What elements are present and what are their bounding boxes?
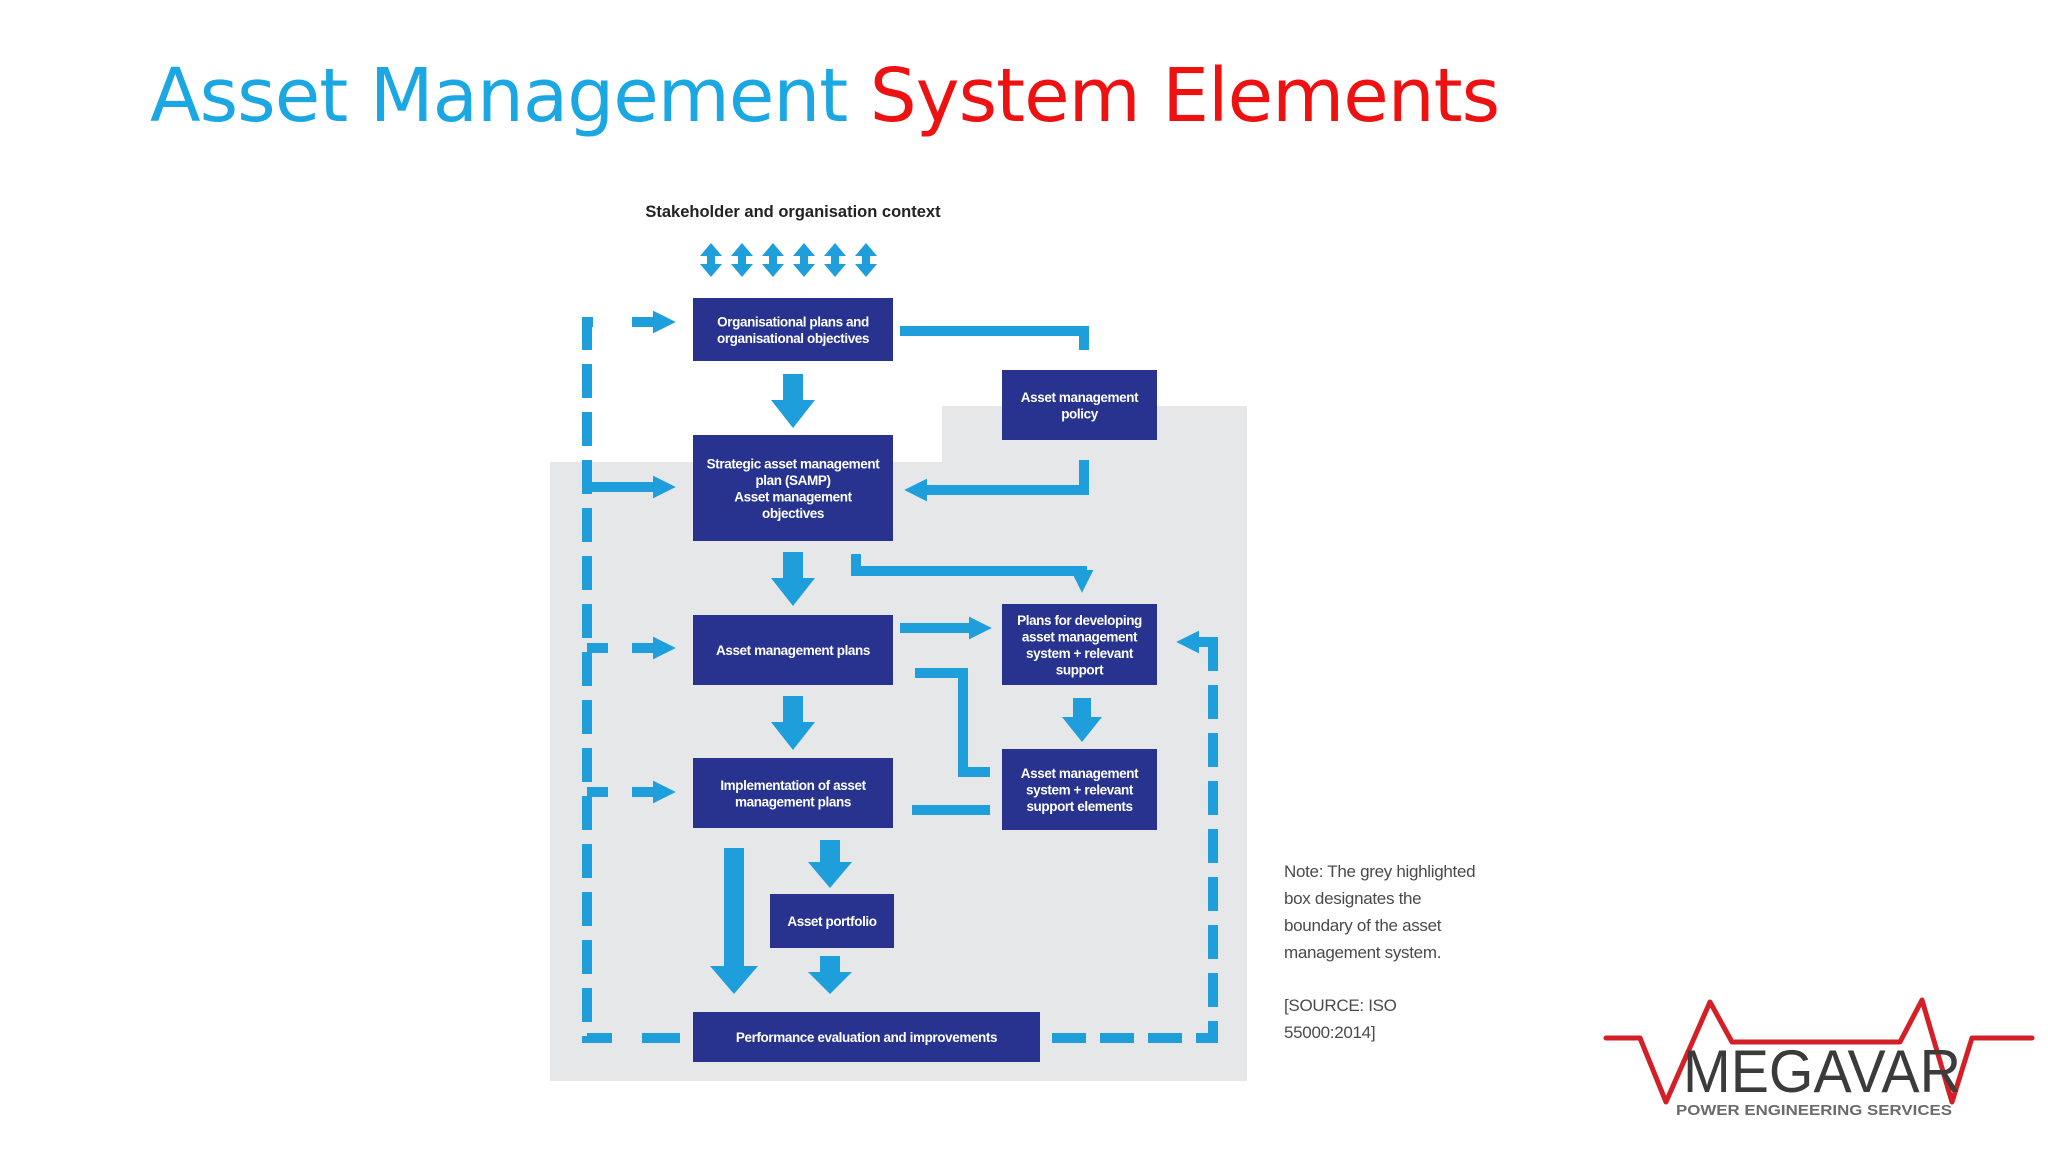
box-samp-background	[693, 435, 893, 541]
title-part-2: System Elements	[869, 53, 1500, 139]
main-flow-arrows	[710, 374, 1102, 994]
slide-title: Asset Management System Elements	[150, 53, 1500, 139]
box-am-plans: Asset management plans	[693, 615, 893, 685]
logo-name: MEGAVAR	[1683, 1038, 1961, 1105]
diagram-boxes: Organisational plans and organisational o…	[693, 298, 1157, 1062]
org-plans-to-policy	[900, 326, 1089, 350]
box-org-plans-label-line: organisational objectives	[717, 331, 869, 346]
box-samp-label-line: objectives	[762, 506, 824, 521]
arrow-implementation-to-portfolio	[808, 840, 852, 888]
stakeholder-double-arrow	[824, 243, 846, 277]
arrow-implementation-to-performance	[710, 848, 758, 994]
feedback-loop-left	[582, 317, 612, 1043]
box-org-plans-background	[693, 298, 893, 361]
box-am-policy-background	[1002, 370, 1157, 440]
feedback-loop-right	[1052, 637, 1218, 1043]
box-asset-portfolio: Asset portfolio	[770, 894, 894, 948]
box-samp: Strategic asset management plan (SAMP)Ass…	[693, 435, 893, 541]
arrow-am-plans-to-implementation	[771, 696, 815, 750]
am-plans-to-am-system	[915, 668, 990, 777]
note-source: [SOURCE: ISO 55000:2014]	[1284, 996, 1397, 1042]
policy-to-samp	[904, 460, 1089, 502]
box-plans-developing-label-line: system + relevant	[1026, 646, 1134, 661]
stakeholder-double-arrow	[700, 243, 722, 277]
box-am-plans-background	[693, 615, 893, 685]
megavar-logo: MEGAVAR POWER ENGINEERING SERVICES	[1603, 997, 2035, 1119]
box-plans-developing-background	[1002, 604, 1157, 685]
box-am-system-background	[1002, 749, 1157, 830]
arrow-org-to-samp	[771, 374, 815, 428]
box-am-system: Asset management system + relevantsupport…	[1002, 749, 1157, 830]
stakeholder-double-arrow	[855, 243, 877, 277]
box-am-system-label-line: Asset management	[1021, 766, 1139, 781]
box-performance: Performance evaluation and improvements	[693, 1012, 1040, 1062]
stakeholder-double-arrow	[793, 243, 815, 277]
box-am-system-label-line: system + relevant	[1026, 783, 1134, 798]
box-am-policy-label-line: Asset management	[1021, 390, 1139, 405]
title-part-1: Asset Management	[150, 53, 848, 139]
stakeholder-double-arrow	[731, 243, 753, 277]
flow-connectors	[582, 310, 1218, 1043]
box-am-policy-label-line: policy	[1061, 406, 1099, 421]
box-samp-label-line: Asset management	[734, 489, 852, 504]
box-org-plans-label-line: Organisational plans and	[717, 314, 869, 329]
box-asset-portfolio-background	[770, 894, 894, 948]
box-plans-developing-label-line: support	[1056, 662, 1104, 677]
box-performance-background	[693, 1012, 1040, 1062]
box-asset-portfolio-label-line: Asset portfolio	[787, 914, 876, 929]
logo-tagline: POWER ENGINEERING SERVICES	[1676, 1102, 1952, 1119]
box-am-system-label-line: support elements	[1026, 799, 1132, 814]
arrow-plans-developing-to-am-system	[1062, 698, 1102, 742]
box-implementation-background	[693, 758, 893, 828]
context-label: Stakeholder and organisation context	[645, 203, 941, 221]
arrow-portfolio-to-performance	[808, 956, 852, 994]
box-plans-developing-label-line: Plans for developing	[1017, 613, 1142, 628]
box-samp-label-line: plan (SAMP)	[755, 473, 830, 488]
box-org-plans: Organisational plans and organisational o…	[693, 298, 893, 361]
stakeholder-double-arrow	[762, 243, 784, 277]
arrow-samp-to-am-plans	[771, 552, 815, 606]
system-boundary	[550, 406, 1247, 1081]
box-implementation-label-line: management plans	[735, 794, 851, 809]
box-am-plans-label-line: Asset management plans	[716, 643, 870, 658]
stakeholder-context-arrows	[700, 243, 877, 277]
box-plans-developing-label-line: asset management	[1022, 629, 1138, 644]
box-implementation-label-line: Implementation of asset	[720, 778, 866, 793]
samp-to-plans-developing	[851, 554, 1094, 593]
note-text: Note: The grey highlighted box designate…	[1284, 862, 1476, 962]
box-performance-label-line: Performance evaluation and improvements	[736, 1030, 997, 1045]
note-panel: Note: The grey highlighted box designate…	[1284, 858, 1484, 1046]
logo-waveform	[1603, 997, 2035, 1105]
box-samp-label-line: Strategic asset management	[707, 456, 881, 471]
